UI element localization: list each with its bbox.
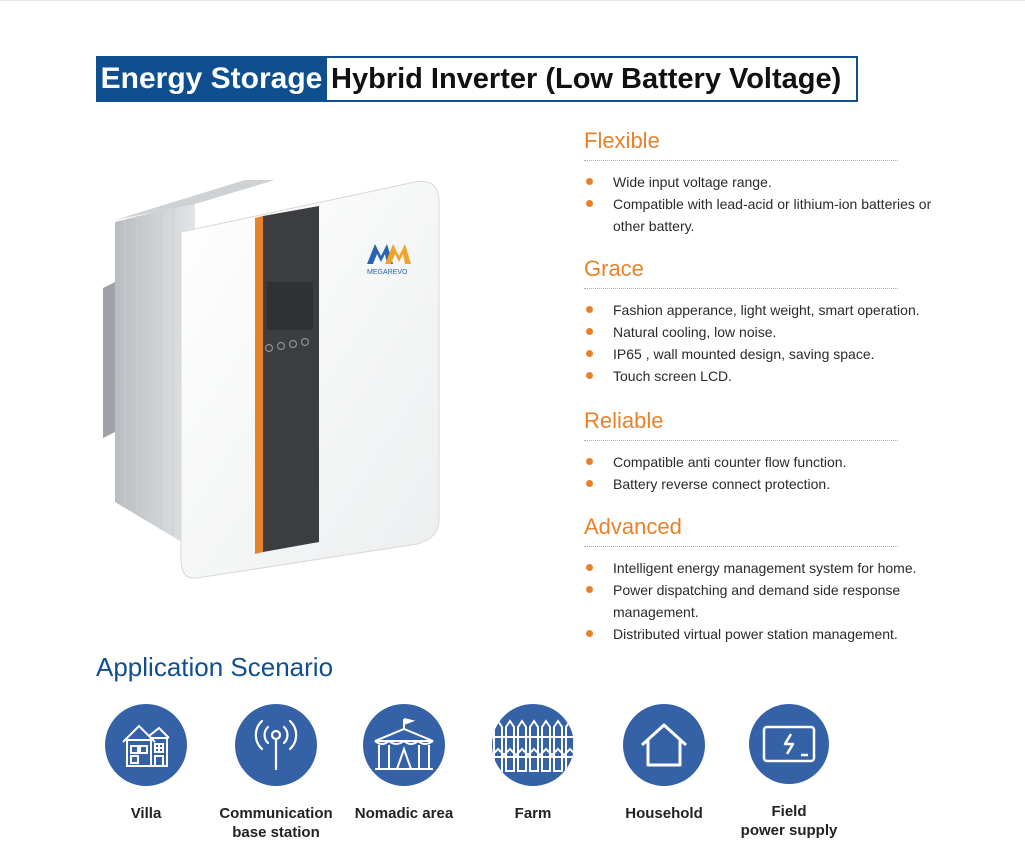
bullet-icon bbox=[586, 328, 593, 335]
bullet-icon bbox=[586, 586, 593, 593]
bullet-icon bbox=[586, 178, 593, 185]
bullet-icon bbox=[586, 564, 593, 571]
scenario-label: Communication base station bbox=[219, 805, 333, 841]
feature-item: Intelligent energy management system for… bbox=[584, 557, 943, 579]
scenario-nomadic-area: Nomadic area bbox=[334, 704, 474, 823]
top-divider bbox=[0, 0, 1025, 1]
scenario-label: Villa bbox=[130, 805, 162, 822]
application-scenario-heading: Application Scenario bbox=[96, 652, 334, 682]
page-title-bar: Energy Storage Hybrid Inverter (Low Batt… bbox=[96, 56, 858, 102]
house-icon bbox=[623, 704, 705, 786]
tent-icon bbox=[363, 704, 445, 786]
feature-heading: Reliable bbox=[584, 408, 664, 433]
dotted-divider bbox=[584, 440, 898, 441]
scenario-label: Nomadic area bbox=[354, 805, 454, 822]
feature-item: Distributed virtual power station manage… bbox=[584, 623, 943, 645]
feature-section-advanced: Advanced Intelligent energy management s… bbox=[584, 514, 944, 645]
feature-item: Compatible anti counter flow function. bbox=[584, 451, 943, 473]
feature-heading: Advanced bbox=[584, 514, 682, 539]
feature-section-flexible: Flexible Wide input voltage range. Compa… bbox=[584, 128, 944, 237]
bullet-icon bbox=[586, 200, 593, 207]
feature-item: Compatible with lead-acid or lithium-ion… bbox=[584, 193, 943, 237]
feature-section-grace: Grace Fashion apperance, light weight, s… bbox=[584, 256, 944, 387]
feature-item: IP65 , wall mounted design, saving space… bbox=[584, 343, 943, 365]
bullet-icon bbox=[586, 458, 593, 465]
feature-heading: Grace bbox=[584, 256, 644, 281]
brand-logo-text: MEGAREVO bbox=[367, 269, 408, 276]
feature-section-reliable: Reliable Compatible anti counter flow fu… bbox=[584, 408, 944, 495]
inverter-product-image: MEGAREVO bbox=[95, 140, 465, 585]
feature-item: Battery reverse connect protection. bbox=[584, 473, 943, 495]
antenna-icon bbox=[235, 704, 317, 786]
feature-item: Natural cooling, low noise. bbox=[584, 321, 943, 343]
bullet-icon bbox=[586, 480, 593, 487]
scenario-farm: Farm bbox=[463, 704, 603, 823]
feature-item: Wide input voltage range. bbox=[584, 171, 943, 193]
category-title: Energy Storage bbox=[96, 56, 327, 102]
scenario-field-power-supply: Field power supply bbox=[719, 704, 859, 840]
villa-icon bbox=[105, 704, 187, 786]
scenario-label: Farm bbox=[514, 805, 552, 822]
product-title: Hybrid Inverter (Low Battery Voltage) bbox=[327, 56, 858, 102]
bullet-icon bbox=[586, 350, 593, 357]
scenario-villa: Villa bbox=[76, 704, 216, 823]
dotted-divider bbox=[584, 160, 898, 161]
scenario-communication-base-station: Communication base station bbox=[206, 704, 346, 842]
bullet-icon bbox=[586, 306, 593, 313]
fence-icon bbox=[492, 704, 574, 786]
feature-item: Touch screen LCD. bbox=[584, 365, 943, 387]
dotted-divider bbox=[584, 288, 898, 289]
bullet-icon bbox=[586, 630, 593, 637]
feature-item: Fashion apperance, light weight, smart o… bbox=[584, 299, 943, 321]
feature-item: Power dispatching and demand side respon… bbox=[584, 579, 943, 623]
scenario-label: Field power supply bbox=[740, 803, 838, 839]
scenario-household: Household bbox=[594, 704, 734, 823]
dotted-divider bbox=[584, 546, 898, 547]
scenario-label: Household bbox=[625, 805, 703, 822]
bullet-icon bbox=[586, 372, 593, 379]
power-screen-icon bbox=[749, 704, 829, 784]
feature-heading: Flexible bbox=[584, 128, 660, 153]
